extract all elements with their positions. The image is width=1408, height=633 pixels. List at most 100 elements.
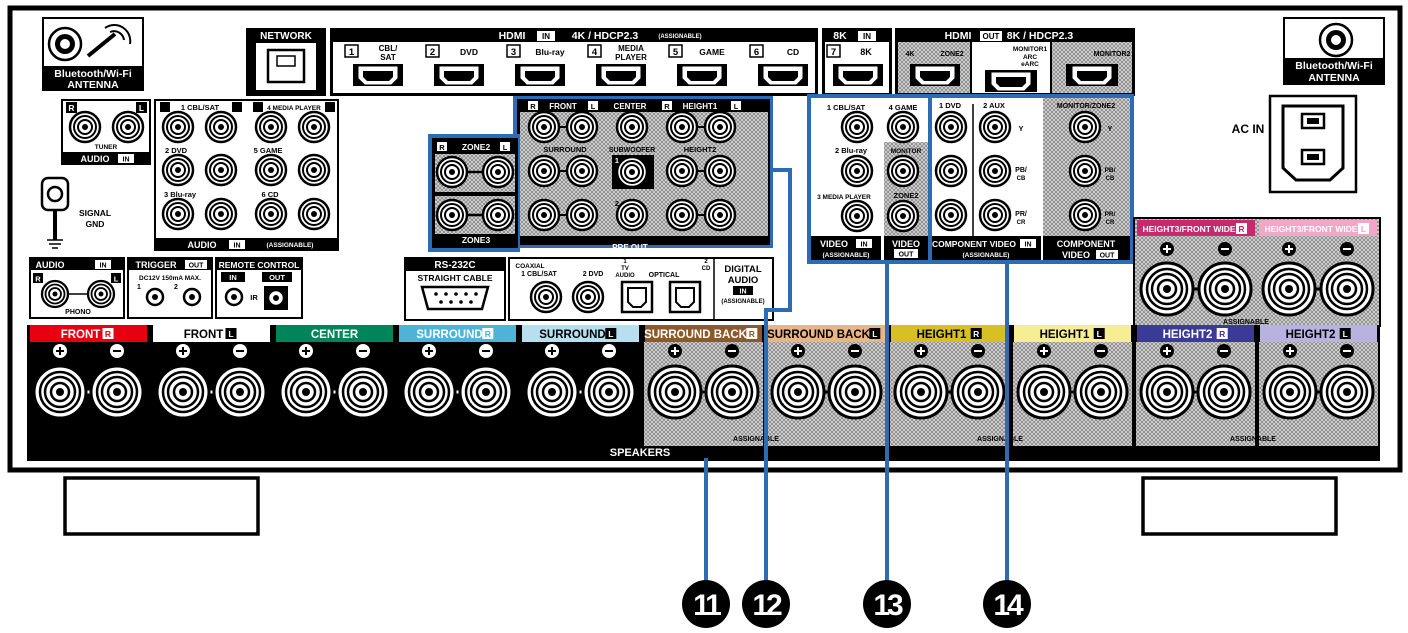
pre-out-group: R FRONT L CENTER R HEIGHT1 L SURROUND SU…: [513, 96, 773, 252]
speaker-minus-post: [89, 364, 145, 420]
antenna-left: Bluetooth/Wi-Fi ANTENNA: [42, 17, 144, 91]
speaker-name-2: FRONT: [184, 329, 224, 341]
callout-number-11: 11: [693, 589, 721, 622]
hdmi-in-socket-6: [763, 66, 803, 85]
tuner-l: L: [139, 103, 144, 113]
digital-tag: IN: [740, 289, 747, 296]
digital-tv2: TV: [621, 266, 629, 272]
pre-out-footer: PRE OUT: [612, 243, 648, 252]
speaker-name-11: HEIGHT2: [1286, 329, 1336, 341]
callout-number-12: 12: [752, 589, 782, 622]
hdmi-8k-group: 8K IN 7 8K: [822, 28, 892, 96]
tuner-footer: AUDIO: [81, 154, 110, 164]
tuner-r: R: [68, 103, 74, 113]
tuner-tag: IN: [123, 157, 130, 164]
hdmi-in-name-4: MEDIA: [618, 44, 644, 53]
speaker-terminal-3: CENTER: [276, 325, 393, 420]
phono-input: AUDIO IN R L PHONO: [29, 257, 125, 319]
hdmi-out-2-name3: eARC: [1021, 61, 1039, 68]
video-out-footer: VIDEO: [892, 239, 920, 249]
svg-text:R: R: [35, 275, 41, 284]
trigger-title: TRIGGER: [135, 260, 177, 270]
speaker-minus-post: [1073, 364, 1129, 420]
hdmi-in-socket-4: [601, 66, 641, 85]
speaker-plus-post: [1139, 364, 1195, 420]
hdmi-in-socket-2: [439, 66, 479, 85]
speaker-minus-post: [335, 364, 391, 420]
antenna-left-line2: ANTENNA: [67, 79, 119, 91]
speaker-side-7: L: [872, 329, 877, 339]
rs232c-port: RS-232C STRAIGHT CABLE: [404, 257, 506, 321]
video-monitor: MONITOR: [891, 148, 922, 155]
speaker-plus-post: [278, 364, 334, 420]
pre-out-jack: [665, 154, 699, 188]
speaker-plus-post: [32, 364, 88, 420]
component-jack: [1068, 110, 1102, 144]
hdmi-in-name-5: GAME: [699, 47, 725, 57]
speaker-plus-post: [155, 364, 211, 420]
hdmi-out-1-name1: 4K: [906, 51, 915, 58]
hdmi-in-title: HDMI: [499, 30, 526, 42]
coaxial-dvd-jack: [571, 280, 605, 314]
height3-minus-post: [1197, 261, 1253, 317]
video-out-tag: OUT: [899, 252, 915, 259]
video-in-3: 3 MEDIA PLAYER: [817, 194, 871, 201]
svg-text:L: L: [114, 275, 119, 284]
speaker-name-9: HEIGHT1: [1040, 329, 1090, 341]
zone-pre-out: R ZONE2 L ZONE3: [428, 134, 520, 252]
antenna-right-line2: ANTENNA: [1308, 72, 1360, 84]
callout-lines: [704, 168, 1009, 585]
component-cr: CR: [1017, 220, 1026, 226]
speaker-plus-post: [893, 364, 949, 420]
pre-height3: HEIGHT3/FRONT WIDE: [679, 237, 751, 244]
assignable-note-1: ASSIGNABLE: [733, 436, 779, 443]
component-jack: [978, 154, 1012, 188]
hdmi-in-socket-1: [358, 66, 398, 85]
speaker-minus-post: [1319, 364, 1375, 420]
pre-out-jack: [565, 110, 599, 144]
hdmi-in-spec: 4K / HDCP2.3: [572, 30, 639, 42]
audio-in-jack: [204, 110, 238, 144]
pre-out-jack: [527, 154, 561, 188]
rs232c-sub: STRAIGHT CABLE: [417, 273, 492, 283]
zone-jack: [481, 198, 515, 232]
digital-coaxial: COAXIAL: [515, 263, 544, 270]
speaker-minus-post: [827, 364, 883, 420]
phono-r-jack: [40, 279, 70, 309]
component-jack: [978, 198, 1012, 232]
speaker-minus-post: [458, 364, 514, 420]
height3-name-1: HEIGHT3/FRONT WIDE: [1142, 224, 1235, 234]
component-jack: [978, 110, 1012, 144]
hdmi-out-tag: OUT: [983, 32, 1000, 41]
component-pr: PR/: [1015, 211, 1027, 218]
hdmi-in-socket-5: [682, 66, 722, 85]
pre-out-jack: [565, 198, 599, 232]
digital-cd2: CD: [702, 266, 711, 272]
digital-title1: DIGITAL: [724, 264, 761, 275]
callout-14: 14: [983, 580, 1031, 628]
speaker-side-10: R: [1219, 329, 1225, 339]
svg-text:R: R: [439, 143, 445, 152]
hdmi-out-2-name2: ARC: [1023, 54, 1037, 61]
pre-out-jack: [615, 110, 649, 144]
component-label-2: 2 AUX: [983, 101, 1005, 110]
component-out-footer2: VIDEO: [1062, 250, 1090, 260]
speaker-name-10: HEIGHT2: [1163, 329, 1213, 341]
pre-surround-back: SURROUND BACK: [535, 237, 598, 244]
speaker-side-1: R: [105, 329, 111, 339]
subwoofer-jack: [615, 155, 649, 189]
component-jack: [934, 110, 968, 144]
speaker-side-2: L: [228, 329, 233, 339]
component-group: 1 DVD 2 AUX MONITOR/ZONE2 Y PB/ CB PR/ C…: [928, 94, 1134, 264]
audio-tuner: R L TUNER AUDIO IN: [61, 99, 151, 165]
signal-gnd-line2: GND: [86, 219, 105, 229]
speaker-name-4: SURROUND: [416, 329, 482, 341]
hdmi-in-name-1: CBL/: [379, 44, 398, 53]
hdmi-out-spec: 8K / HDCP2.3: [1007, 30, 1074, 42]
